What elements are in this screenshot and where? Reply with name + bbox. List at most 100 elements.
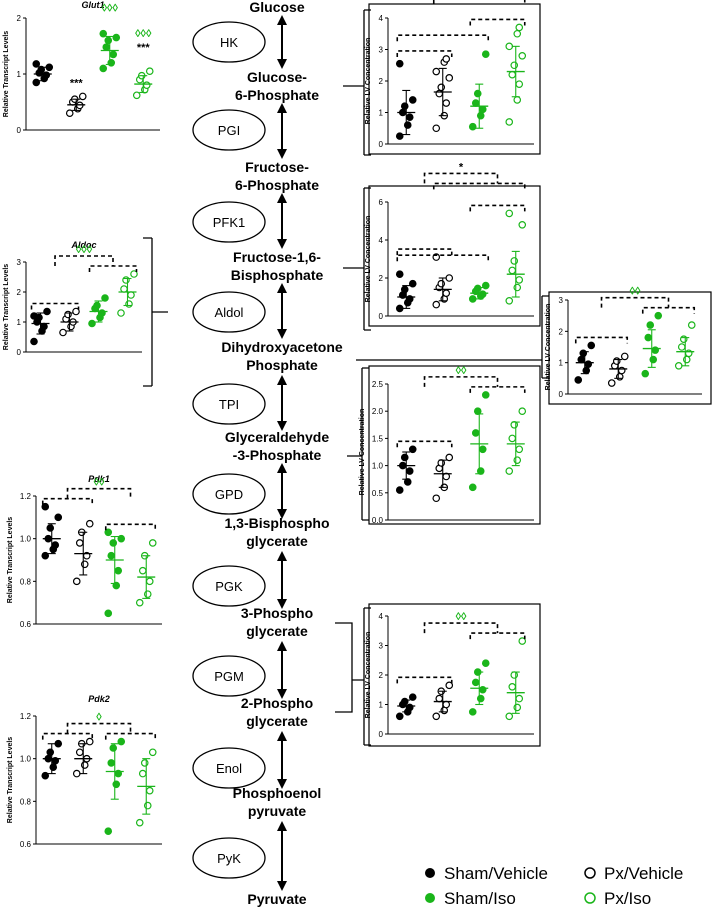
data-point	[408, 279, 417, 288]
connector-f16bp	[343, 187, 371, 331]
data-point	[513, 96, 522, 104]
data-point	[46, 748, 55, 757]
chart-title: Pdk2	[88, 694, 110, 704]
enzyme-pgm: PGM	[192, 641, 287, 699]
y-tick-label: 2	[17, 288, 22, 297]
y-tick-label: 4	[379, 612, 384, 621]
significance-mark: ◊◊	[456, 365, 467, 377]
enzyme-pyk: PyK	[192, 821, 287, 891]
data-point	[476, 694, 485, 703]
data-point	[143, 801, 152, 810]
y-tick-label: 0	[379, 312, 384, 321]
y-axis-label: Relative Transcript Levels	[7, 737, 14, 823]
data-point	[473, 89, 482, 98]
y-tick-label: 2	[559, 327, 564, 336]
y-tick-label: 2	[379, 671, 384, 680]
data-point	[45, 63, 54, 72]
data-point	[508, 70, 517, 79]
data-point	[403, 121, 412, 129]
data-point	[120, 285, 128, 293]
data-point	[395, 304, 404, 313]
significance-mark: ◊◊◊	[76, 244, 93, 256]
data-point	[405, 703, 414, 712]
data-point	[481, 50, 490, 59]
connector-ga3p	[347, 367, 369, 521]
connector-pg	[335, 607, 371, 746]
y-axis-label: Relative LV Concentration	[545, 304, 552, 391]
data-point	[408, 96, 417, 104]
enzyme-hk: HK	[192, 14, 287, 69]
chart-frame	[548, 291, 712, 405]
data-point	[135, 598, 144, 607]
y-tick-label: 4	[379, 14, 384, 23]
data-point	[41, 771, 50, 780]
data-point	[395, 486, 404, 494]
enzyme-tpi: TPI	[192, 375, 287, 431]
data-point	[408, 445, 417, 454]
data-point	[615, 372, 624, 381]
significance-mark: ***	[137, 42, 151, 54]
data-point	[515, 276, 524, 284]
metabolite-13bpg-line1: 1,3-Bisphospho	[224, 515, 329, 531]
y-axis-label: Relative LV Concentration	[359, 409, 366, 496]
significance-mark: ◊◊◊	[135, 28, 152, 40]
metabolite-ga3p-line1: Glyceraldehyde	[225, 429, 329, 445]
data-point	[513, 703, 522, 712]
data-point	[72, 307, 80, 316]
data-point	[145, 67, 154, 76]
data-point	[505, 42, 514, 51]
data-point	[135, 818, 144, 827]
data-point	[644, 333, 653, 342]
y-tick-label: 0.8	[20, 797, 32, 806]
y-tick-label: 1	[379, 109, 384, 118]
significance-bracket	[41, 732, 94, 740]
data-point	[101, 294, 109, 302]
data-point	[54, 513, 63, 522]
data-point	[620, 352, 629, 361]
data-point	[132, 91, 141, 100]
legend-marker-px-vehicle	[584, 867, 596, 879]
legend-px-iso: Px/Iso	[604, 889, 651, 908]
metabolite-f6p-line2: 6-Phosphate	[235, 177, 319, 193]
data-point	[127, 291, 135, 299]
significance-mark: ***	[70, 77, 84, 89]
y-tick-label: 3	[17, 258, 22, 267]
y-tick-label: 0	[17, 348, 22, 357]
metabolite-pep-line1: Phosphoenol	[233, 785, 322, 801]
legend-px-vehicle: Px/Vehicle	[604, 864, 683, 883]
significance-bracket	[423, 172, 499, 184]
data-point	[102, 43, 111, 51]
data-point	[395, 270, 404, 279]
data-point	[432, 300, 441, 309]
y-tick-label: 3	[559, 296, 564, 305]
y-tick-label: 1	[379, 701, 384, 710]
significance-mark: ◊◊	[630, 286, 641, 298]
data-point	[395, 59, 404, 68]
data-point	[505, 209, 514, 218]
metabolite-f16bp-line2: Bisphosphate	[231, 267, 324, 283]
significance-bracket	[469, 632, 526, 640]
data-point	[109, 539, 118, 547]
data-point	[80, 560, 89, 569]
data-point	[148, 539, 157, 547]
data-point	[515, 80, 524, 88]
data-point	[41, 551, 50, 560]
y-tick-label: 0.0	[372, 516, 384, 525]
connector-dhap	[356, 295, 549, 379]
data-point	[584, 360, 593, 369]
data-point	[138, 769, 147, 778]
significance-bracket	[469, 204, 526, 212]
data-point	[395, 712, 404, 721]
y-tick-label: 1.0	[20, 755, 32, 764]
enzyme-enol-label: Enol	[216, 761, 242, 776]
data-point	[442, 289, 451, 298]
data-point	[107, 551, 116, 560]
enzyme-enol: Enol	[192, 731, 287, 789]
data-point	[607, 379, 616, 387]
legend-marker-sham-iso	[425, 893, 435, 903]
data-point	[32, 60, 41, 68]
y-tick-label: 2.5	[372, 380, 384, 389]
